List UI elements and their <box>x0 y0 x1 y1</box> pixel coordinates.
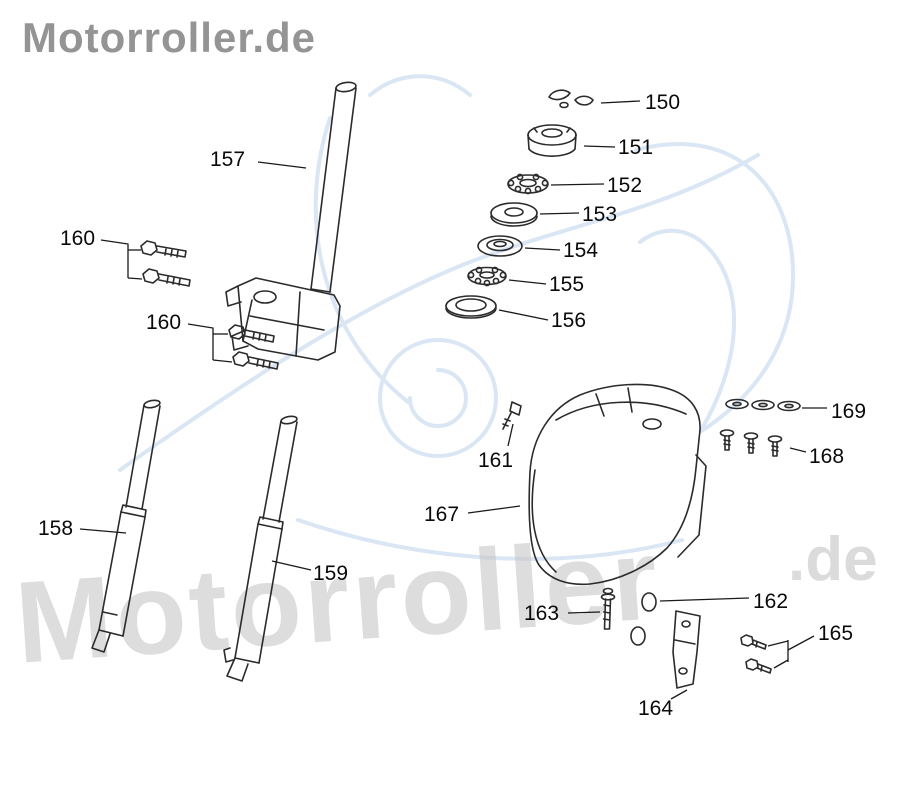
part-label-160-lower: 160 <box>146 311 182 334</box>
part-150-lock-tabs <box>548 89 594 109</box>
part-label-167: 167 <box>424 503 460 526</box>
part-162-clips <box>630 592 657 646</box>
part-label-160-upper: 160 <box>60 227 96 250</box>
part-151-upper-cover <box>527 124 577 157</box>
part-155-bearing-lower <box>467 266 507 287</box>
part-label-168: 168 <box>809 445 845 468</box>
part-164-bracket <box>672 610 701 689</box>
part-label-159: 159 <box>313 562 349 585</box>
part-161-screw <box>502 401 522 430</box>
part-157-steering-stem <box>310 81 357 293</box>
part-label-151: 151 <box>618 136 654 159</box>
part-label-162: 162 <box>753 590 789 613</box>
part-label-157: 157 <box>210 148 246 171</box>
part-154-bearing-race-lower <box>477 235 523 257</box>
part-167-front-fender <box>528 383 707 586</box>
part-160-bolts-lower <box>228 324 279 370</box>
part-label-158: 158 <box>38 517 74 540</box>
part-163-bolt <box>600 587 616 630</box>
part-160-bolts-upper <box>140 240 191 287</box>
part-label-154: 154 <box>563 239 599 262</box>
part-169-washers <box>725 398 801 412</box>
part-label-155: 155 <box>549 273 585 296</box>
part-159-fork-leg-right <box>223 415 298 682</box>
part-label-164: 164 <box>638 697 674 720</box>
part-label-152: 152 <box>607 174 643 197</box>
part-label-169: 169 <box>831 400 867 423</box>
part-156-dust-seal <box>445 295 497 319</box>
part-165-screws <box>740 634 772 674</box>
scooter-sketch-strokes <box>118 74 795 561</box>
part-152-bearing-upper <box>507 173 549 195</box>
logo: Motorroller.de <box>22 14 317 61</box>
part-label-156: 156 <box>551 309 587 332</box>
part-label-165: 165 <box>818 622 854 645</box>
leader-lines <box>79 100 827 700</box>
part-168-screws <box>719 429 783 457</box>
part-158-fork-leg-left <box>91 399 161 653</box>
part-label-163: 163 <box>524 602 560 625</box>
part-label-153: 153 <box>582 203 618 226</box>
part-label-150: 150 <box>645 91 681 114</box>
part-label-161: 161 <box>478 449 514 472</box>
part-153-bearing-race <box>490 202 538 227</box>
